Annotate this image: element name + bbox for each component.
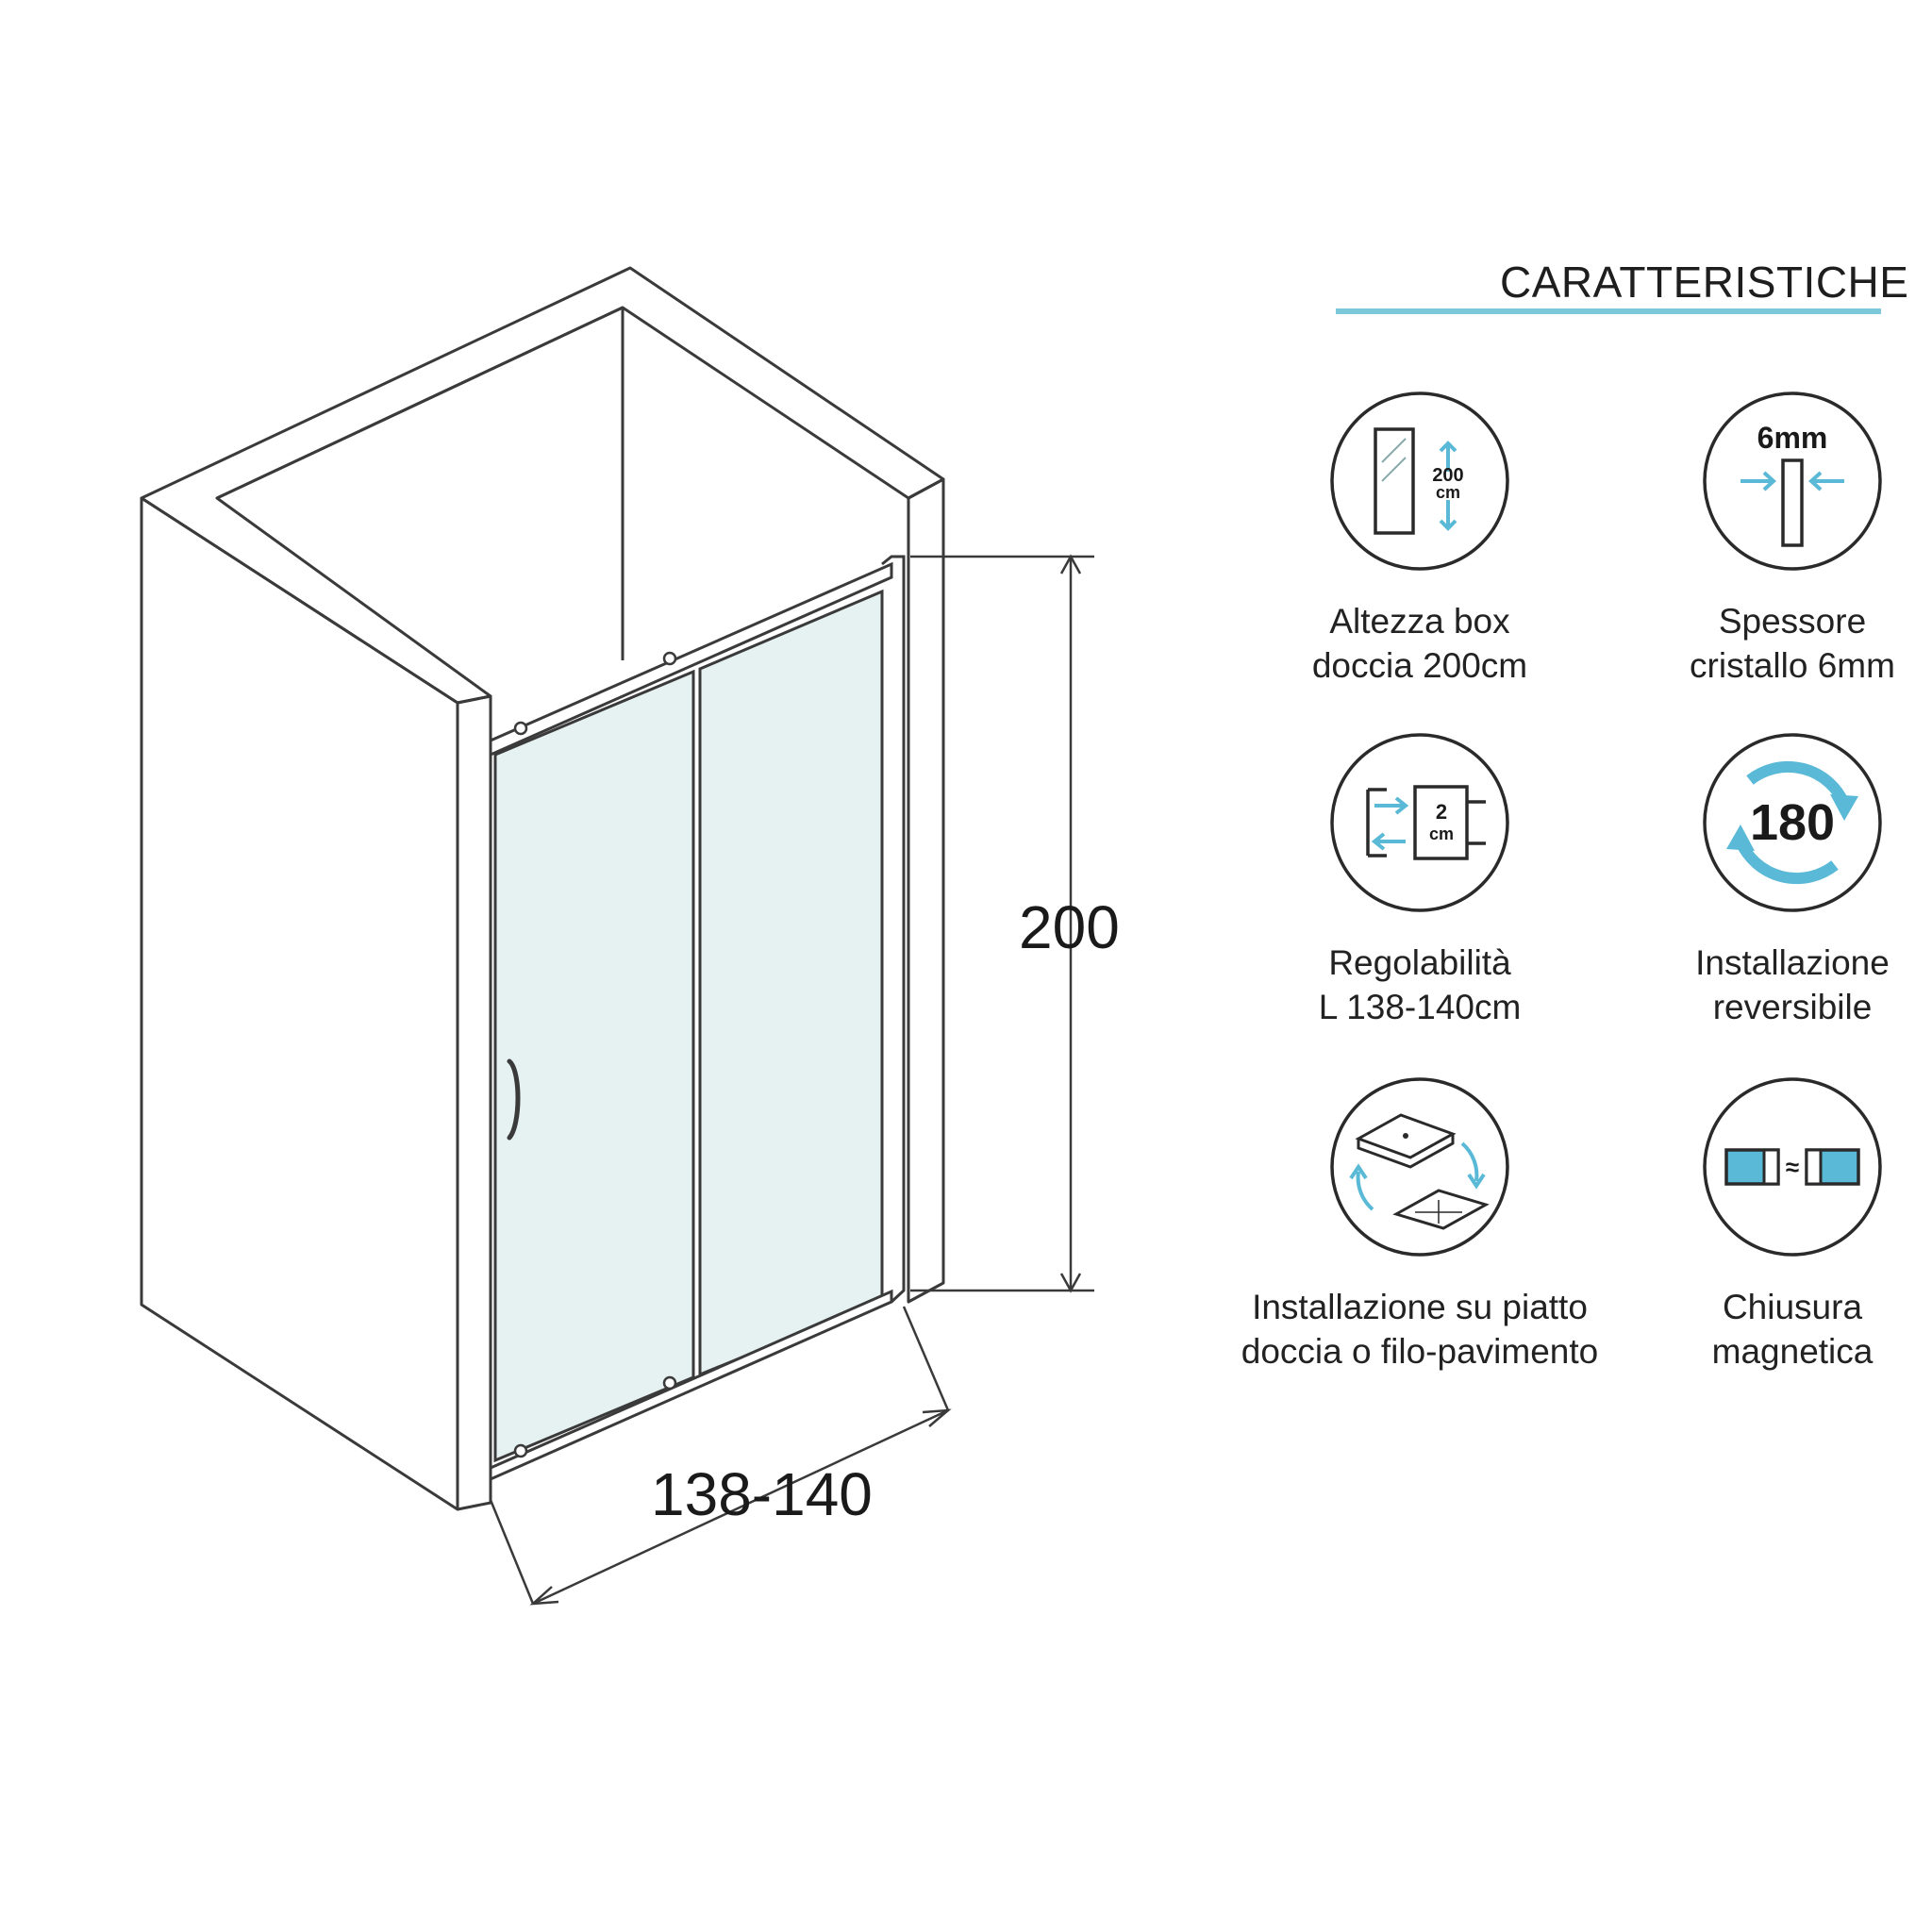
roller-bottom-left bbox=[513, 1443, 528, 1458]
icon-approx-text: ≈ bbox=[1786, 1153, 1799, 1181]
tray-or-floor-icon bbox=[1330, 1077, 1509, 1257]
feature-line: Regolabilità bbox=[1328, 943, 1511, 982]
cap-inner-edge bbox=[216, 306, 624, 500]
feature-line: L 138-140cm bbox=[1318, 988, 1522, 1026]
features-title: CARATTERISTICHE bbox=[1500, 258, 1909, 307]
feature-line: reversibile bbox=[1712, 988, 1873, 1026]
feature-line: doccia o filo-pavimento bbox=[1241, 1332, 1599, 1371]
width-extension-left bbox=[489, 1499, 535, 1605]
glass-panel-right bbox=[698, 589, 884, 1377]
left-wall-front bbox=[140, 496, 459, 1511]
width-dimension bbox=[489, 1306, 952, 1606]
feature-line: cristallo 6mm bbox=[1690, 646, 1895, 685]
adjustable-width-icon: 2 cm bbox=[1330, 733, 1509, 912]
left-wall-edge bbox=[457, 694, 492, 1511]
feature-line: magnetica bbox=[1711, 1332, 1874, 1371]
door-handle bbox=[507, 1058, 521, 1141]
magnetic-closure-icon: ≈ bbox=[1703, 1077, 1882, 1257]
roller-top-left bbox=[513, 721, 528, 736]
width-extension-right bbox=[902, 1306, 950, 1411]
glass-thickness-icon: 6mm bbox=[1703, 391, 1882, 571]
height-arrow-bottom bbox=[1059, 1273, 1082, 1293]
icon-cm-text: cm bbox=[1436, 483, 1460, 502]
height-arrow-top bbox=[1059, 554, 1082, 575]
feature-label-magnetic: Chiusura magnetica bbox=[1613, 1285, 1932, 1374]
roller-bottom-mid bbox=[662, 1375, 677, 1391]
walls bbox=[140, 266, 945, 1511]
feature-label-height: Altezza box doccia 200cm bbox=[1193, 599, 1646, 688]
feature-label-reversible: Installazione reversibile bbox=[1613, 941, 1932, 1029]
right-wall bbox=[907, 477, 945, 1304]
icon-180-text: 180 bbox=[1750, 794, 1835, 851]
height-200cm-icon: 200 cm bbox=[1330, 391, 1509, 571]
right-profile bbox=[881, 555, 906, 1304]
height-label: 200 bbox=[1019, 893, 1120, 961]
glass-panel-left bbox=[493, 669, 695, 1463]
features-title-underline bbox=[1336, 308, 1881, 314]
width-arrow-left bbox=[529, 1586, 559, 1606]
roller-top-mid bbox=[662, 651, 677, 666]
reversible-180-icon: 180 bbox=[1703, 733, 1882, 912]
icon-200-text: 200 bbox=[1432, 465, 1463, 486]
height-dimension bbox=[910, 554, 1094, 1293]
icon-6mm-text: 6mm bbox=[1757, 421, 1828, 455]
width-dimension-line bbox=[532, 1408, 949, 1606]
feature-line: Installazione bbox=[1695, 943, 1890, 982]
feature-line: Installazione su piatto bbox=[1252, 1288, 1588, 1326]
feature-label-adjustable: Regolabilità L 138-140cm bbox=[1193, 941, 1646, 1029]
icon-2-text: 2 bbox=[1436, 800, 1447, 824]
feature-line: doccia 200cm bbox=[1311, 646, 1528, 685]
feature-line: Chiusura bbox=[1722, 1288, 1863, 1326]
feature-line: Altezza box bbox=[1329, 602, 1510, 641]
icon-cm2-text: cm bbox=[1429, 824, 1454, 843]
feature-line: Spessore bbox=[1718, 602, 1867, 641]
width-label: 138-140 bbox=[651, 1460, 873, 1528]
feature-label-tray: Installazione su piatto doccia o filo-pa… bbox=[1193, 1285, 1646, 1374]
sliding-door bbox=[489, 555, 906, 1482]
feature-label-thickness: Spessore cristallo 6mm bbox=[1613, 599, 1932, 688]
width-arrow-right bbox=[922, 1408, 952, 1427]
